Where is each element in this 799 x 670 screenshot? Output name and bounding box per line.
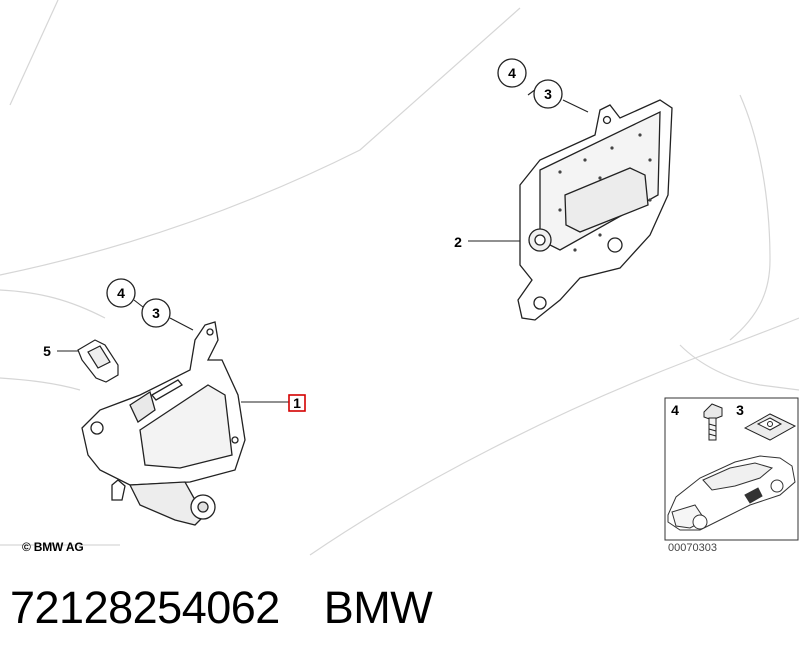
highlight-box [288, 394, 306, 412]
callout-upper-4: 4 [497, 58, 527, 88]
callout-left-4: 4 [106, 278, 136, 308]
part-number-line: 72128254062 BMW [10, 582, 433, 634]
nut-icon [743, 413, 797, 441]
part-number: 72128254062 [10, 582, 280, 633]
inset-3-label: 3 [736, 402, 744, 418]
callout-upper-3-label: 3 [544, 86, 552, 102]
callout-upper-4-label: 4 [508, 65, 516, 81]
callout-left-4-label: 4 [117, 285, 125, 301]
inset-panel: 4 3 [664, 397, 799, 541]
control-module-left [81, 321, 246, 526]
callout-left-5-label: 5 [43, 343, 51, 359]
callout-upper-2-label: 2 [454, 234, 462, 250]
control-module-upper [517, 99, 673, 321]
brand-name: BMW [323, 582, 433, 633]
callout-upper-3: 3 [533, 79, 563, 109]
callout-left-3-label: 3 [152, 305, 160, 321]
bolt-icon [703, 403, 723, 441]
car-icon [667, 455, 796, 531]
copyright-label: © BMW AG [22, 540, 84, 554]
leader-lines [57, 88, 589, 403]
callout-left-1-label: 1 [293, 395, 301, 411]
inset-4-label: 4 [671, 402, 679, 418]
clip-part-5 [77, 339, 119, 383]
vehicle-body-outline [0, 0, 799, 556]
diagram-reference-number: 00070303 [668, 542, 717, 554]
callout-left-3: 3 [141, 298, 171, 328]
callout-left-1-highlight[interactable]: 1 [288, 394, 306, 412]
